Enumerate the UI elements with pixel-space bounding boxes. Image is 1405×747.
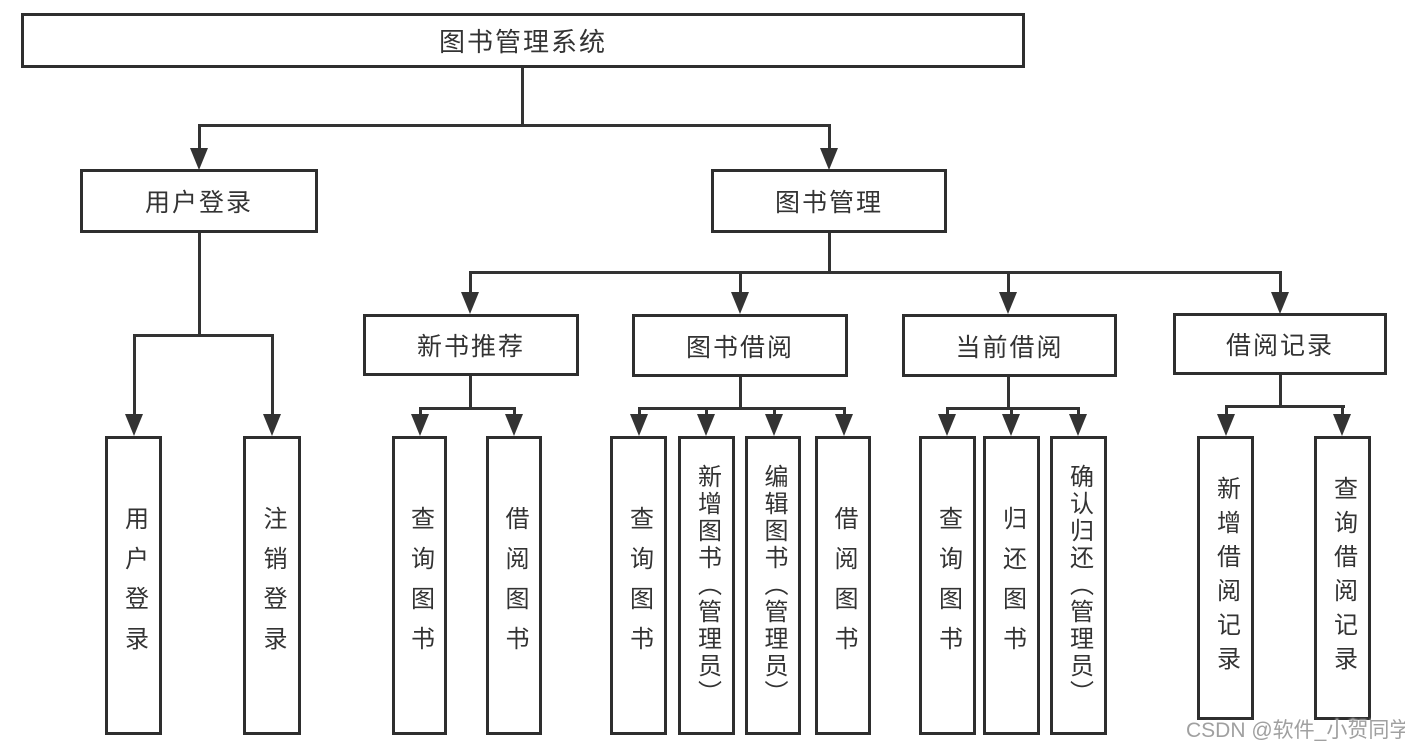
node-label: 图书管理系统 <box>438 27 607 57</box>
connector-line <box>469 376 472 410</box>
connector-line <box>946 407 1080 410</box>
connector-line <box>1279 375 1282 408</box>
connector-line <box>133 334 274 337</box>
arrowhead-down-icon <box>697 414 715 436</box>
connector-line <box>1225 405 1228 416</box>
node-label: 归还图书 <box>998 505 1026 666</box>
arrowhead-down-icon <box>1069 414 1087 436</box>
node-label: 编辑图书（管理员） <box>760 464 787 707</box>
connector-line <box>843 407 846 416</box>
leaf-query-books-borrow: 查询图书 <box>610 436 667 735</box>
leaf-query-books-recommend: 查询图书 <box>392 436 447 735</box>
leaf-logout: 注销登录 <box>243 436 301 735</box>
leaf-return-books: 归还图书 <box>983 436 1040 735</box>
connector-line <box>513 407 516 416</box>
node-book-management: 图书管理 <box>711 169 947 233</box>
node-label: 查询图书 <box>625 505 653 666</box>
watermark-text: CSDN @软件_小贺同学 <box>1186 719 1405 742</box>
connector-line <box>133 334 136 416</box>
node-new-book-recommendation: 新书推荐 <box>363 314 579 376</box>
node-label: 查询图书 <box>406 505 434 666</box>
connector-line <box>469 271 472 294</box>
connector-line <box>198 233 201 336</box>
connector-line <box>1010 407 1013 416</box>
node-label: 借阅图书 <box>830 505 857 666</box>
node-label: 借阅图书 <box>501 505 528 666</box>
arrowhead-down-icon <box>125 414 143 436</box>
node-label: 查询借阅记录 <box>1329 476 1357 680</box>
arrowhead-down-icon <box>263 414 281 436</box>
connector-line <box>1007 377 1010 409</box>
connector-line <box>1007 271 1010 294</box>
leaf-user-login: 用户登录 <box>105 436 162 735</box>
connector-line <box>946 407 949 416</box>
leaf-query-books-current: 查询图书 <box>919 436 976 735</box>
node-label: 注销登录 <box>259 505 286 666</box>
connector-line <box>419 407 422 416</box>
connector-line <box>521 68 524 126</box>
connector-line <box>828 124 831 150</box>
node-label: 图书借阅 <box>685 333 794 362</box>
arrowhead-down-icon <box>938 414 956 436</box>
connector-line <box>739 271 742 294</box>
leaf-borrow-books-recommend: 借阅图书 <box>486 436 542 735</box>
connector-line <box>271 334 274 416</box>
node-user-login: 用户登录 <box>80 169 318 233</box>
arrowhead-down-icon <box>1271 292 1289 314</box>
connector-line <box>638 407 641 416</box>
arrowhead-down-icon <box>505 414 523 436</box>
arrowhead-down-icon <box>765 414 783 436</box>
connector-line <box>1341 405 1344 416</box>
node-label: 新书推荐 <box>416 333 525 361</box>
arrowhead-down-icon <box>999 292 1017 314</box>
node-label: 查询图书 <box>934 505 962 666</box>
arrowhead-down-icon <box>461 292 479 314</box>
leaf-add-borrow-record: 新增借阅记录 <box>1197 436 1254 720</box>
leaf-edit-books-admin: 编辑图书（管理员） <box>745 436 801 735</box>
node-book-borrowing: 图书借阅 <box>632 314 848 377</box>
arrowhead-down-icon <box>411 414 429 436</box>
arrowhead-down-icon <box>731 292 749 314</box>
connector-line <box>1077 407 1080 416</box>
arrowhead-down-icon <box>835 414 853 436</box>
arrowhead-down-icon <box>190 148 208 170</box>
connector-line <box>469 271 1282 274</box>
arrowhead-down-icon <box>1217 414 1235 436</box>
node-current-borrowing: 当前借阅 <box>902 314 1117 377</box>
node-library-management-system: 图书管理系统 <box>21 13 1025 68</box>
connector-line <box>1225 405 1345 408</box>
node-label: 用户登录 <box>120 505 148 666</box>
node-label: 确认归还（管理员） <box>1065 464 1093 707</box>
leaf-confirm-return-admin: 确认归还（管理员） <box>1050 436 1107 735</box>
node-label: 图书管理 <box>774 189 883 217</box>
leaf-add-books-admin: 新增图书（管理员） <box>678 436 735 735</box>
leaf-borrow-books: 借阅图书 <box>815 436 871 735</box>
connector-line <box>638 407 846 410</box>
node-label: 新增借阅记录 <box>1212 476 1240 680</box>
node-label: 用户登录 <box>144 189 253 217</box>
arrowhead-down-icon <box>1333 414 1351 436</box>
leaf-query-borrow-record: 查询借阅记录 <box>1314 436 1371 720</box>
arrowhead-down-icon <box>820 148 838 170</box>
node-label: 借阅记录 <box>1225 332 1334 360</box>
connector-line <box>1279 271 1282 294</box>
connector-line <box>828 233 831 274</box>
connector-line <box>198 124 831 127</box>
arrowhead-down-icon <box>1002 414 1020 436</box>
connector-line <box>705 407 708 416</box>
node-label: 新增图书（管理员） <box>693 464 721 707</box>
node-borrowing-records: 借阅记录 <box>1173 313 1387 375</box>
connector-line <box>198 124 201 150</box>
node-label: 当前借阅 <box>955 333 1064 362</box>
connector-line <box>773 407 776 416</box>
arrowhead-down-icon <box>630 414 648 436</box>
connector-line <box>739 377 742 409</box>
connector-line <box>419 407 516 410</box>
